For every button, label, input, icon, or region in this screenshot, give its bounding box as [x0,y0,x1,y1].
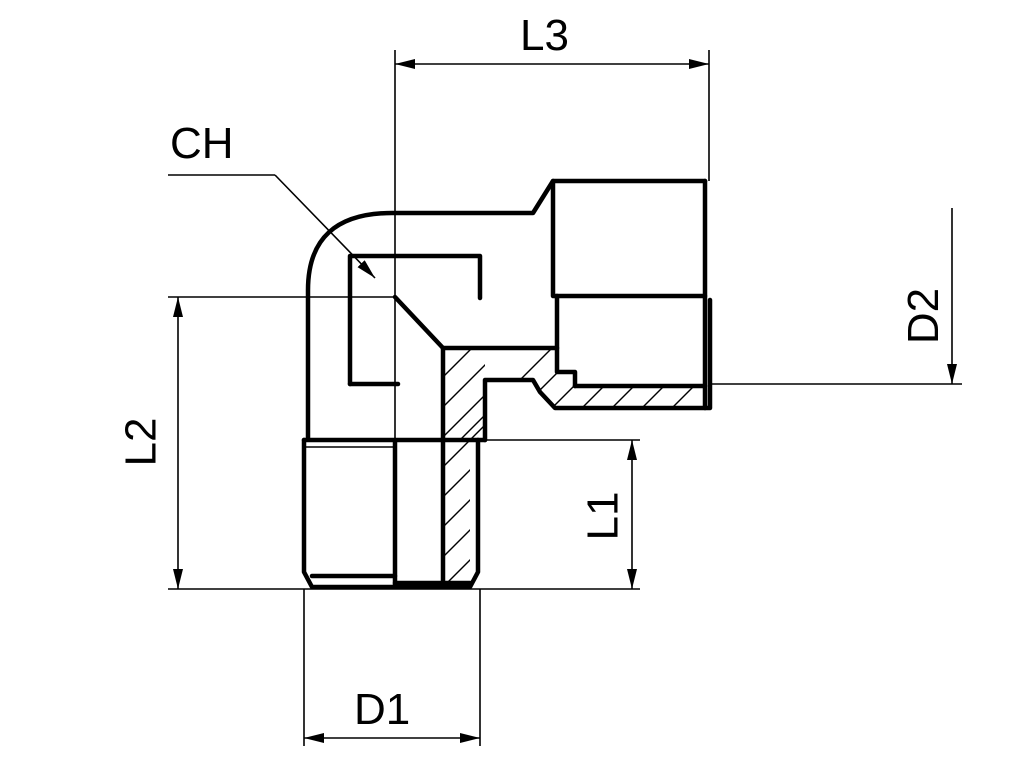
label-d1: D1 [354,685,411,734]
dimension-d2 [710,208,962,385]
dimension-d1 [303,589,481,746]
dimension-l1 [485,439,640,589]
label-ch: CH [170,119,234,168]
dimension-l2 [168,296,640,590]
label-d2: D2 [899,287,949,345]
section-hatching [443,348,700,583]
label-l2: L2 [116,417,166,467]
label-l1: L1 [578,491,628,541]
leader-ch [168,174,376,279]
dimension-l3 [394,50,710,297]
fitting-body-outline [301,178,713,590]
label-l3: L3 [520,11,569,60]
